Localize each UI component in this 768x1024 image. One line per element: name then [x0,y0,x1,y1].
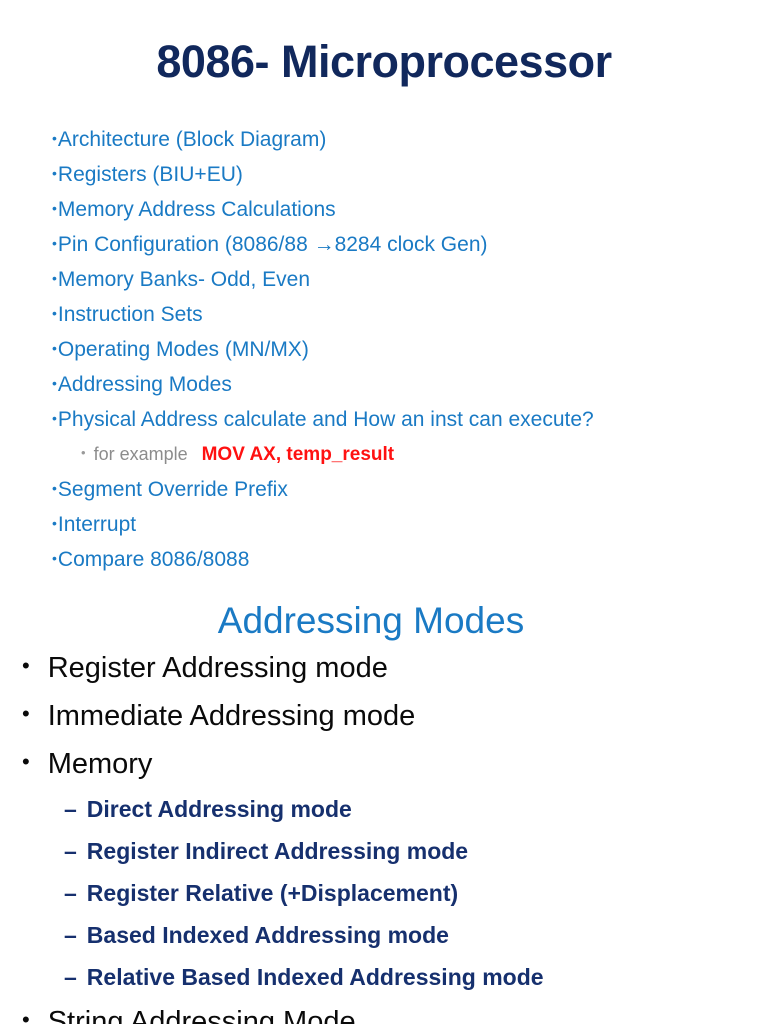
sub-list-item: – Relative Based Indexed Addressing mode [22,956,752,998]
list-item: • Compare 8086/8088 [52,542,752,577]
list-item-label: Registers (BIU+EU) [57,163,243,186]
example-code: MOV AX, temp_result [201,444,395,465]
section-heading: Addressing Modes [217,600,525,641]
example-sub-item: • for example MOV AX, temp_result [52,437,752,472]
bullet-icon: • [52,305,57,321]
bullet-icon: • [22,749,30,774]
list-item-label: Memory Banks- Odd, Even [57,268,310,291]
bullet-icon: • [52,270,57,286]
list-item-label: Immediate Addressing mode [47,700,416,732]
bullet-icon: • [52,340,57,356]
dash-icon: – [64,880,77,906]
bullet-icon: • [22,1007,30,1024]
list-item-label: Memory Address Calculations [57,198,336,221]
sub-list-item-label: Relative Based Indexed Addressing mode [86,964,544,990]
bullet-icon: • [52,235,57,251]
bullet-icon: • [52,165,57,181]
list-item: • Addressing Modes [52,367,752,402]
list-item-label: Instruction Sets [57,303,203,326]
list-item: • Interrupt [52,507,752,542]
list-item: • Registers (BIU+EU) [52,157,752,192]
list-item-label: Compare 8086/8088 [57,548,250,571]
list-item-label: Physical Address calculate and How an in… [57,408,594,431]
bullet-icon: • [52,375,57,391]
list-item-label: Architecture (Block Diagram) [57,128,327,151]
list-item: • Immediate Addressing mode [22,692,752,740]
bullet-icon: • [52,480,57,496]
list-item: • Memory Address Calculations [52,192,752,227]
bullet-icon: • [22,701,30,726]
list-item-label: Pin Configuration (8086/88 →8284 clock G… [57,233,488,256]
bullet-icon: • [22,653,30,678]
list-item-label: Segment Override Prefix [57,478,288,501]
dash-icon: – [64,796,77,822]
list-item: • Architecture (Block Diagram) [52,122,752,157]
list-item-label: Register Addressing mode [47,652,388,684]
dash-icon: – [64,922,77,948]
bullet-icon: • [81,445,86,460]
list-item-label: Operating Modes (MN/MX) [57,338,309,361]
list-item: • Memory [22,740,752,788]
bullet-icon: • [52,550,57,566]
list-item: • Operating Modes (MN/MX) [52,332,752,367]
list-item-label: Addressing Modes [57,373,232,396]
addressing-modes-list: • Register Addressing mode • Immediate A… [22,644,752,1024]
list-item: • String Addressing Mode [22,998,752,1024]
sub-list-item: – Direct Addressing mode [22,788,752,830]
page-title: 8086- Microprocessor [156,36,612,87]
list-item-label: Memory [47,748,153,780]
sub-list-item-label: Register Relative (+Displacement) [86,880,459,906]
list-item: • Instruction Sets [52,297,752,332]
list-item-label: String Addressing Mode [47,1006,356,1024]
sub-list-item-label: Register Indirect Addressing mode [86,838,469,864]
bullet-icon: • [52,515,57,531]
sub-list-item-label: Direct Addressing mode [86,796,352,822]
bullet-icon: • [52,410,57,426]
sub-list-item: – Register Indirect Addressing mode [22,830,752,872]
sub-list-item: – Register Relative (+Displacement) [22,872,752,914]
list-item: • Pin Configuration (8086/88 →8284 clock… [52,227,752,262]
sub-list-item: – Based Indexed Addressing mode [22,914,752,956]
list-item-label: Interrupt [57,513,137,536]
dash-icon: – [64,964,77,990]
list-item: • Memory Banks- Odd, Even [52,262,752,297]
example-label: for example [93,444,188,464]
sub-list-item-label: Based Indexed Addressing mode [86,922,449,948]
dash-icon: – [64,838,77,864]
list-item: • Register Addressing mode [22,644,752,692]
list-item: • Physical Address calculate and How an … [52,402,752,437]
agenda-list: • Architecture (Block Diagram) • Registe… [52,122,752,577]
bullet-icon: • [52,130,57,146]
list-item: • Segment Override Prefix [52,472,752,507]
bullet-icon: • [52,200,57,216]
